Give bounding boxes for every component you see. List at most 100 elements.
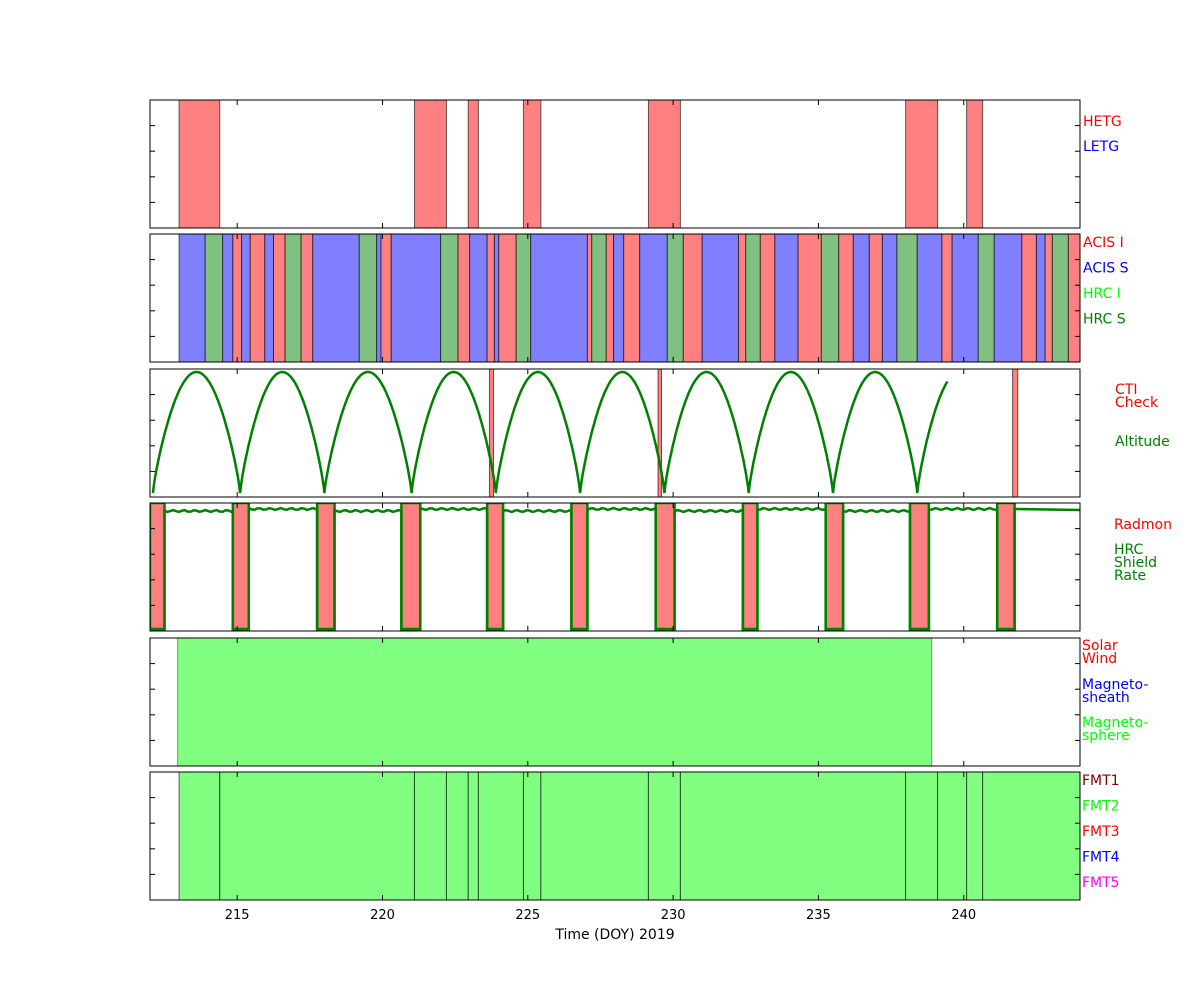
block-fmt2 — [445, 772, 469, 900]
block-acis-i — [380, 234, 392, 362]
block-acis-s — [493, 234, 500, 362]
block-hrc-s — [820, 234, 840, 362]
block-acis-i — [1044, 234, 1053, 362]
block-acis-i — [457, 234, 471, 362]
panel-altitude-plot — [151, 369, 1019, 497]
block-acis-s — [774, 234, 799, 362]
panel-regions-plot — [177, 638, 933, 766]
block-acis-s — [530, 234, 588, 362]
block-fmt2 — [477, 772, 524, 900]
legend-label: Wind — [1082, 651, 1117, 667]
block-acis-s — [701, 234, 740, 362]
legend-label: FMT3 — [1082, 824, 1120, 840]
block-acis-s — [390, 234, 442, 362]
legend-label: FMT1 — [1082, 773, 1120, 789]
block-hrc-s — [666, 234, 684, 362]
x-tick-label: 230 — [661, 908, 686, 923]
legend-label: Rate — [1114, 568, 1146, 584]
x-tick-label: 240 — [951, 908, 976, 923]
block-radmon — [995, 503, 1016, 631]
block-hetg — [522, 100, 542, 228]
block-cti-check — [1012, 369, 1019, 497]
block-hetg — [467, 100, 479, 228]
block-acis-i — [868, 234, 883, 362]
legend-label: HRC — [1114, 542, 1144, 558]
block-acis-i — [623, 234, 641, 362]
block-acis-s — [639, 234, 668, 362]
block-acis-i — [1021, 234, 1037, 362]
block-radmon — [485, 503, 505, 631]
legend-label: HRC I — [1083, 286, 1121, 302]
block-acis-i — [759, 234, 776, 362]
legend-label: sheath — [1082, 690, 1130, 706]
block-acis-i — [682, 234, 703, 362]
legend-label: FMT2 — [1082, 799, 1120, 815]
block-hrc-s — [745, 234, 761, 362]
x-axis-title: Time (DOY) 2019 — [554, 927, 674, 943]
legend-label: HETG — [1083, 114, 1122, 130]
legend-label: Solar — [1082, 638, 1118, 654]
block-acis-s — [241, 234, 251, 362]
legend-label: sphere — [1082, 728, 1130, 744]
block-fmt2 — [219, 772, 415, 900]
block-acis-i — [797, 234, 822, 362]
block-hrc-s — [440, 234, 459, 362]
legend-label: Altitude — [1115, 434, 1170, 450]
panel-frame — [149, 233, 1081, 363]
x-tick-label: 215 — [225, 908, 250, 923]
block-fmt2 — [178, 772, 221, 900]
legend-label: FMT5 — [1082, 875, 1120, 891]
block-acis-s — [951, 234, 979, 362]
legend-label: Radmon — [1114, 517, 1172, 533]
block-cti-check — [488, 369, 495, 497]
x-tick-label: 220 — [370, 908, 395, 923]
block-radmon — [150, 503, 166, 631]
legend-label: Magneto- — [1082, 715, 1148, 731]
block-fmt2 — [982, 772, 1080, 900]
block-radmon — [231, 503, 251, 631]
block-acis-i — [486, 234, 495, 362]
block-hetg — [966, 100, 984, 228]
legend-label: ACIS S — [1083, 261, 1129, 277]
altitude-line — [151, 370, 949, 494]
legend-label: LETG — [1083, 139, 1119, 155]
block-cti-check — [657, 369, 663, 497]
block-fmt2 — [467, 772, 479, 900]
panel-radiation-plot — [150, 503, 1080, 631]
panel-frame — [149, 368, 1081, 498]
block-acis-i — [605, 234, 615, 362]
block-fmt2 — [966, 772, 984, 900]
block-fmt2 — [937, 772, 968, 900]
block-hrc-s — [896, 234, 918, 362]
block-radmon — [400, 503, 422, 631]
block-hetg — [647, 100, 681, 228]
x-tick-label: 225 — [515, 908, 540, 923]
block-fmt2 — [647, 772, 681, 900]
block-hrc-s — [515, 234, 532, 362]
legend-label: Magneto- — [1082, 677, 1148, 693]
block-hrc-s — [284, 234, 302, 362]
block-acis-s — [376, 234, 382, 362]
panel-instruments-plot — [178, 234, 1080, 362]
block-acis-s — [881, 234, 898, 362]
block-magnetosphere — [177, 638, 933, 766]
legend-label: HRC S — [1083, 312, 1126, 328]
block-acis-i — [941, 234, 953, 362]
legend-label: ACIS I — [1083, 235, 1124, 251]
block-radmon — [315, 503, 336, 631]
block-hetg — [413, 100, 447, 228]
block-fmt2 — [413, 772, 447, 900]
panel-fmt-plot — [178, 772, 1080, 900]
block-hetg — [178, 100, 221, 228]
block-acis-s — [613, 234, 625, 362]
block-acis-s — [1035, 234, 1046, 362]
panel-frame — [149, 502, 1081, 632]
block-hrc-s — [204, 234, 224, 362]
block-fmt2 — [540, 772, 649, 900]
block-radmon — [824, 503, 845, 631]
block-fmt2 — [522, 772, 542, 900]
